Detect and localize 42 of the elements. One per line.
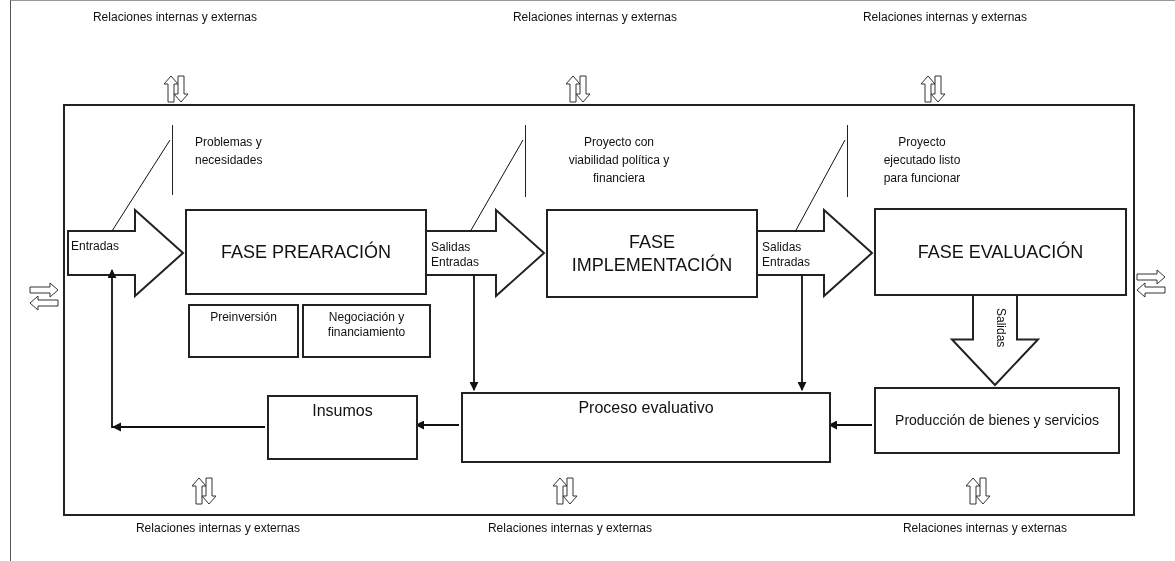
process-box <box>461 392 831 463</box>
process-box <box>188 304 299 358</box>
process-box <box>302 304 431 358</box>
arrow-label: Salidas Entradas <box>762 234 822 277</box>
arrow-label: Entradas <box>71 233 137 272</box>
relation-label: Relaciones internas y externas <box>487 521 653 535</box>
process-box <box>874 208 1127 296</box>
block-arrow <box>424 207 546 299</box>
block-arrow <box>755 207 874 299</box>
arrow <box>797 274 807 391</box>
arrow-label: Salidas <box>988 306 1008 354</box>
relation-label: Relaciones internas y externas <box>862 10 1028 24</box>
leader-line <box>469 139 524 233</box>
arrow-label: Salidas Entradas <box>431 234 493 277</box>
relation-label: Relaciones internas y externas <box>92 10 258 24</box>
arrow <box>107 269 266 432</box>
arrow <box>828 420 873 430</box>
arrow <box>415 420 460 430</box>
box-title: Proceso evaluativo <box>578 398 714 418</box>
box-title: Negociación y financiamiento <box>326 310 407 340</box>
box-title: FASE PREARACIÓN <box>220 240 391 264</box>
box-title: FASE EVALUACIÓN <box>917 240 1084 264</box>
process-box <box>267 395 418 460</box>
annotation-text: Proyecto con viabilidad política y financiera <box>567 134 671 187</box>
block-arrow <box>949 293 1041 387</box>
block-arrow <box>67 207 185 299</box>
process-box <box>185 209 427 295</box>
system-frame <box>63 104 1135 516</box>
box-title: FASE IMPLEMENTACIÓN <box>570 231 734 276</box>
leader-line <box>111 139 171 232</box>
box-title: Preinversión <box>210 310 277 325</box>
process-box <box>546 209 758 298</box>
relation-label: Relaciones internas y externas <box>902 521 1068 535</box>
box-title: Producción de bienes y servicios <box>895 411 1099 430</box>
annotation-text: Proyecto ejecutado listo para funcionar <box>882 134 962 187</box>
annotation-text: Problemas y necesidades <box>195 134 264 169</box>
arrow <box>469 274 479 391</box>
relation-label: Relaciones internas y externas <box>135 521 301 535</box>
relation-label: Relaciones internas y externas <box>512 10 678 24</box>
leader-line <box>794 139 846 233</box>
process-box <box>874 387 1120 454</box>
box-title: Insumos <box>312 401 373 421</box>
